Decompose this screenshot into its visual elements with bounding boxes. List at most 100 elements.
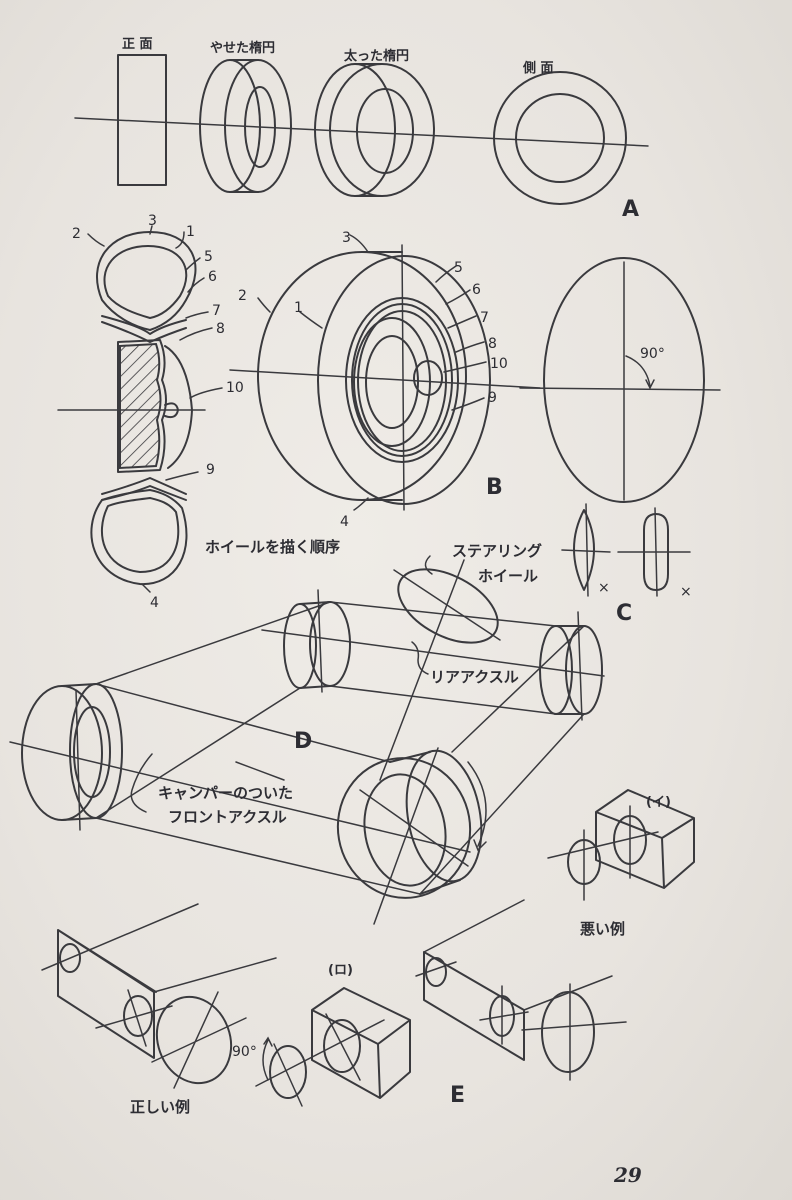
rear-right-wheel <box>539 611 603 721</box>
panel-e-right-block: E <box>415 899 627 1108</box>
steering-leader <box>424 555 433 575</box>
good-block-hole <box>323 1019 361 1073</box>
axis-line <box>74 117 649 147</box>
panel-a: 正 面 やせた楕円 太った楕円 側 面 A <box>74 37 649 222</box>
right-block-axis-h <box>479 1011 529 1021</box>
panel-b-cross-section: 2 3 1 5 6 7 8 10 9 4 <box>57 213 244 611</box>
angle-label-90: 90° <box>640 346 665 362</box>
thin-ellipse-wheel <box>199 59 292 193</box>
flat-ellipse <box>643 513 669 591</box>
section-number-2: 2 <box>72 226 81 242</box>
wheel-number-8: 8 <box>488 336 497 352</box>
steering-wheel-label-2: ホイール <box>478 567 538 585</box>
panel-label-b: B <box>486 475 503 500</box>
section-number-10: 10 <box>226 380 244 396</box>
panel-b-ellipse-axes: 90° <box>519 257 721 503</box>
wheel-number-9: 9 <box>488 390 497 406</box>
panel-e-left-block <box>41 903 277 1089</box>
section-number-6: 6 <box>208 269 217 285</box>
left-block-faces <box>57 929 157 1059</box>
ellipse-major-axis <box>519 387 721 391</box>
panel-e-bad-example: (イ) 悪い例 <box>547 789 695 938</box>
good-wheel <box>269 1045 307 1099</box>
section-number-1: 1 <box>186 224 195 240</box>
panel-label-d: D <box>294 729 312 754</box>
front-view-rect <box>117 54 167 186</box>
good-axis-v1 <box>325 1013 361 1081</box>
good-axis-h <box>255 1019 385 1087</box>
right-block-top-edge <box>423 899 525 953</box>
big-ellipse <box>543 257 705 503</box>
wheel-number-1: 1 <box>294 300 303 316</box>
view-label-front: 正 面 <box>122 37 153 52</box>
left-block-top-edge <box>41 903 199 971</box>
rear-axle-line <box>261 629 605 677</box>
right-block-hole-axis <box>415 961 457 977</box>
panel-b-wheel: 3 5 2 1 6 7 8 10 9 4 B <box>229 230 541 530</box>
wheel-drawing-order-caption: ホイールを描く順序 <box>205 538 340 556</box>
pointed-ellipse-axis-v <box>585 503 589 597</box>
front-axle-label-2: フロントアクスル <box>168 808 287 826</box>
hub-body <box>117 339 167 473</box>
section-number-9: 9 <box>206 462 215 478</box>
right-block-wheel-axis-h <box>521 1021 627 1031</box>
good-angle-arrow <box>262 1036 273 1081</box>
hub-cap-outline <box>164 345 193 469</box>
good-block <box>311 987 411 1099</box>
front-axle-leader <box>130 753 153 813</box>
left-block-side-edge <box>153 957 277 993</box>
wheel-number-7: 7 <box>480 310 489 326</box>
right-block-wheel <box>541 991 595 1073</box>
good-axis-v2 <box>273 1043 303 1107</box>
view-label-fat: 太った楕円 <box>343 48 409 64</box>
wheel-number-5: 5 <box>454 260 463 276</box>
upper-rim <box>101 315 187 343</box>
rear-axle-label: リアアクスル <box>430 668 519 686</box>
panel-label-c: C <box>616 601 632 626</box>
bad-axis-h <box>547 831 659 859</box>
section-number-7: 7 <box>212 303 221 319</box>
good-angle-label: 90° <box>232 1044 257 1060</box>
pointed-ellipse-axis-h <box>561 549 611 553</box>
rear-axle-box <box>329 601 557 715</box>
wheel-leader-lines <box>257 234 487 511</box>
bad-block <box>595 789 695 889</box>
page-number: 29 <box>613 1163 642 1187</box>
left-block-axis-v <box>127 989 147 1047</box>
good-example-tag: (ロ) <box>328 963 353 978</box>
wheel-tread-lines <box>361 251 403 501</box>
good-example-caption: 正しい例 <box>130 1098 190 1116</box>
right-block-faces <box>423 951 525 1061</box>
panel-label-a: A <box>622 197 639 222</box>
rear-axle-leader <box>411 641 429 675</box>
wheel-vertical-axis <box>401 244 405 511</box>
bad-example-tag: (イ) <box>646 795 671 810</box>
wheel-number-10: 10 <box>490 356 508 372</box>
camber-arrow <box>467 761 487 852</box>
pointed-ellipse <box>573 509 595 591</box>
lower-tube-section <box>100 497 180 573</box>
left-block-wheel-axis-v <box>173 991 219 1089</box>
left-block-wheel <box>155 995 233 1085</box>
bad-example-caption: 悪い例 <box>580 920 625 938</box>
view-label-side: 側 面 <box>522 60 554 76</box>
section-leader-lines <box>87 225 223 593</box>
upper-tube-section <box>103 245 188 319</box>
section-number-8: 8 <box>216 321 225 337</box>
wheel-number-6: 6 <box>472 282 481 298</box>
fat-ellipse-wheel <box>314 63 435 197</box>
front-axle-label-1: キャンパーのついた <box>158 784 293 802</box>
chassis-lines <box>95 601 585 895</box>
section-number-3: 3 <box>148 213 157 229</box>
hub-cap <box>413 360 443 396</box>
steering-wheel-ellipse <box>397 568 499 644</box>
side-view-wheel <box>493 71 627 205</box>
left-block-axis <box>95 1005 173 1029</box>
lower-tire-section <box>90 489 188 586</box>
panel-e-good-example: (ロ) 90° 正しい例 <box>130 963 411 1116</box>
panel-label-e: E <box>450 1083 465 1108</box>
panel-c: × × C <box>561 503 692 626</box>
panel-d: ステアリング ホイール リアアクスル キャンパーのついた フロントアクスル D <box>9 542 605 925</box>
